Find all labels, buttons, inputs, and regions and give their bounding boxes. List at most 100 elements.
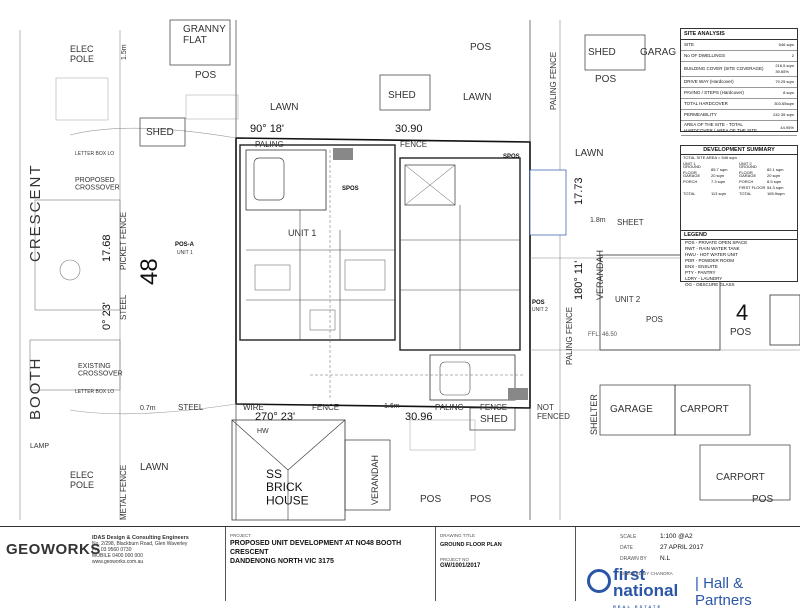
pos-right-label: POS — [646, 315, 663, 324]
dim-15m-label: 1.5m — [121, 44, 128, 60]
project-no-label: PROJECT NO — [440, 557, 469, 562]
steel-left-label: STEEL — [119, 294, 128, 320]
shed-left-label: SHED — [146, 127, 174, 138]
site-analysis-row: AREA OF THE SITE - TOTAL HARDCOVER / ARE… — [681, 121, 797, 136]
carport-right-label-2: CARPORT — [716, 472, 765, 483]
booth-label: BOOTH — [27, 357, 44, 420]
sheet-label: SHEET — [617, 218, 644, 227]
pos-label-4: POS — [730, 327, 751, 338]
development-summary-cell: TOTAL — [739, 191, 752, 196]
legend-item: PTY - PANTRY — [685, 270, 716, 275]
paling-bottom-label: PALING — [435, 403, 464, 412]
development-summary-table: DEVELOPMENT SUMMARY TOTAL SITE AREA = 54… — [680, 145, 798, 232]
site-analysis-key: DRIVE WAY (Hardcover) — [684, 79, 734, 84]
lawn-top-label: LAWN — [270, 102, 299, 113]
legend-item: LDRY - LAUNDRY — [685, 276, 723, 281]
shed-bottom-label: SHED — [480, 414, 508, 425]
development-summary-cell: 7.3 sqm — [711, 179, 726, 184]
dim-bottom-label: 30.96 — [405, 411, 433, 423]
development-summary-cell: GARAGE — [739, 173, 757, 178]
project-info: PROJECT PROPOSED UNIT DEVELOPMENT AT NO4… — [230, 533, 430, 566]
project-cell: PROJECT PROPOSED UNIT DEVELOPMENT AT NO4… — [226, 527, 436, 601]
shelter-label: SHELTER — [589, 394, 599, 435]
firm-line: MOBILE 0400 000 000 — [92, 553, 143, 559]
project-line-2: DANDENONG NORTH VIC 3175 — [230, 558, 334, 565]
development-summary-cell: 20 sqm — [767, 173, 781, 178]
fence-bottom-right-label: FENCE — [480, 403, 507, 412]
development-summary-row: TOTAL 113 sqm TOTAL 165.9sqm — [681, 191, 797, 197]
development-summary-title: DEVELOPMENT SUMMARY — [681, 146, 797, 155]
drawn-by-value: N.L — [660, 555, 671, 562]
letter-box-bottom-label: LETTER BOX LO — [75, 389, 114, 395]
drawing-title-label: DRAWING TITLE — [440, 533, 476, 538]
site-analysis-value: 242.35 sqm — [773, 112, 794, 117]
pos-label-5: POS — [470, 494, 491, 505]
unit2-header: UNIT 2 — [739, 161, 752, 166]
shed-mid-label: SHED — [388, 90, 416, 101]
legend-title: LEGEND — [681, 231, 797, 240]
drawn-by-label: DRAWN BY — [620, 555, 647, 562]
hw-label: HW — [257, 428, 269, 435]
pos-b-unit-label: UNIT 2 — [532, 307, 548, 313]
checked-by-value: CHANDRA — [650, 571, 673, 576]
pos-label-3: POS — [595, 74, 616, 85]
spos-2-label: SPOS — [503, 154, 520, 160]
scale-value: 1:100 @A2 — [660, 533, 693, 540]
paling-fence-right-bottom-label: PALING FENCE — [565, 307, 574, 365]
site-analysis-title: SITE ANALYSIS — [681, 29, 797, 40]
drawing-cell: DRAWING TITLE GROUND FLOOR PLAN PROJECT … — [436, 527, 576, 601]
legend-item: POS - PRIVATE OPEN SPACE — [685, 240, 748, 245]
site-analysis-value: 79.25 sqm — [775, 79, 794, 84]
dim-18m-label: 1.8m — [590, 217, 606, 224]
date-label: DATE — [620, 544, 633, 551]
development-summary-cell: 85.7 sqm — [711, 167, 728, 172]
angle-bottom-label: 270° 23' — [255, 411, 295, 423]
spos-1-label: SPOS — [342, 186, 359, 192]
pos-label-6: POS — [420, 494, 441, 505]
lot-number-label: 48 — [136, 258, 163, 285]
fence-top-label: FENCE — [400, 140, 427, 149]
development-summary-cell: TOTAL — [683, 191, 696, 196]
legend-item: HWU - HOT WATER UNIT — [685, 252, 738, 257]
metal-fence-label: METAL FENCE — [119, 465, 128, 520]
lawn-left-bottom-label: LAWN — [140, 462, 169, 473]
agent-sub: REAL ESTATE — [613, 604, 663, 609]
site-analysis-key: BUILDING COVER (SITE COVERAGE) — [684, 66, 764, 71]
site-analysis-key: PERMEABILITY — [684, 112, 717, 117]
unit-header-row: UNIT 1 UNIT 2 — [681, 161, 797, 167]
development-summary-cell: 113 sqm — [711, 191, 727, 196]
shed-top-right-label: SHED — [588, 47, 616, 58]
geoworks-logo: GEOWORKS — [6, 541, 101, 558]
site-analysis-key: TOTAL HARDCOVER — [684, 101, 728, 106]
project-no: GW/1001/2017 — [440, 563, 481, 569]
first-national-logo-icon — [587, 569, 611, 593]
dim-bottom-left-label: 0.7m — [140, 405, 156, 412]
site-analysis-row: PERMEABILITY 242.35 sqm — [681, 110, 797, 121]
development-summary-cell: 165.9sqm — [767, 191, 785, 196]
firm-line: Ph: 03 9560 0730 — [92, 547, 132, 553]
site-analysis-value: 44.95% — [780, 125, 794, 130]
crescent-label: CRESCENT — [27, 163, 44, 262]
lawn-top-right-label: LAWN — [463, 92, 492, 103]
development-summary-cell: GARAGE — [683, 173, 701, 178]
ffl-label: FFL: 46.50 — [588, 332, 618, 338]
pos-a-unit-label: UNIT 1 — [177, 250, 193, 256]
number-4-label: 4 — [736, 300, 748, 325]
agent-office: | Hall & Partners — [695, 575, 752, 609]
letter-box-top-label: LETTER BOX LO — [75, 151, 114, 157]
garage-top-right-label: GARAG — [640, 47, 676, 58]
picket-fence-label: PICKET FENCE — [119, 212, 128, 270]
